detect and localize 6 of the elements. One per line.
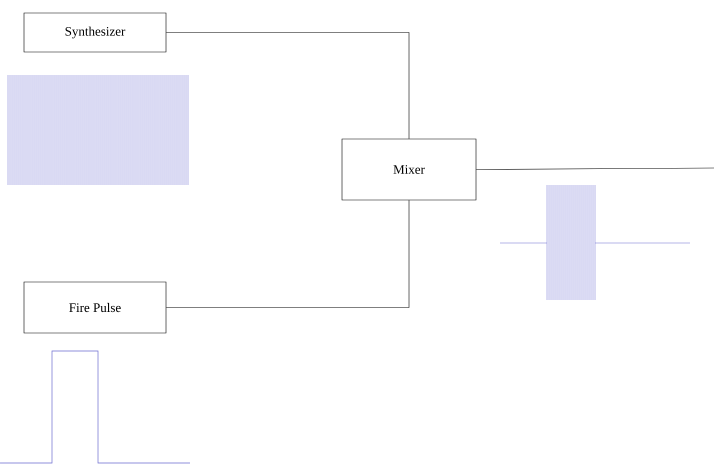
block-box: Synthesizer (24, 12, 166, 52)
connector-line (166, 200, 410, 308)
block-box: Mixer (342, 138, 476, 200)
connector-line (166, 32, 410, 139)
connector-line (476, 168, 714, 170)
block-box: Fire Pulse (24, 282, 166, 334)
